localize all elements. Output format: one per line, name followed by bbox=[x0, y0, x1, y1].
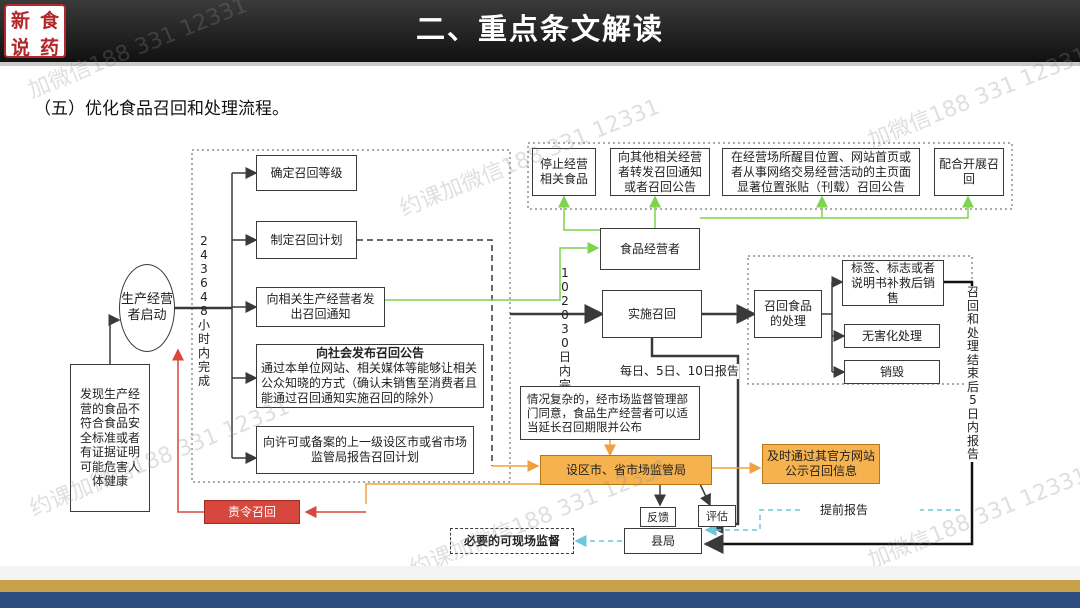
implement-recall-box: 实施召回 bbox=[602, 290, 702, 338]
extension-note: 情况复杂的，经市场监督管理部门同意，食品生产经营者可以适当延长召回期限并公布 bbox=[520, 386, 700, 440]
implement-time-label: 10 20 30 日 内 完 成 bbox=[558, 266, 571, 406]
logo: 新 食 说 药 bbox=[4, 4, 66, 59]
logo-char: 食 bbox=[39, 10, 59, 32]
feedback-box: 反馈 bbox=[640, 507, 676, 527]
county-bureau-box: 县局 bbox=[624, 528, 702, 554]
ordered-recall-box: 责令召回 bbox=[204, 500, 300, 524]
public-notice-body: 通过本单位网站、相关媒体等能够让相关公众知晓的方式（确认未销售至消费者且能通过召… bbox=[261, 361, 478, 405]
notify-operators-box: 向相关生产经营者发出召回通知 bbox=[256, 287, 385, 327]
completion-report-label: 召回和处理结束后5日内报告 bbox=[966, 285, 980, 462]
early-report-label: 提前报告 bbox=[820, 503, 869, 518]
relabel-box: 标签、标志或者说明书补救后销售 bbox=[842, 260, 944, 306]
regulator-box: 设区市、省市场监管局 bbox=[540, 455, 712, 485]
assist-recall-box: 配合开展召回 bbox=[934, 148, 1004, 196]
logo-char: 新 bbox=[10, 10, 30, 32]
logo-char: 说 bbox=[10, 37, 30, 59]
handling-box: 召回食品的处理 bbox=[754, 290, 822, 338]
stop-sale-box: 停止经营相关食品 bbox=[532, 148, 596, 196]
forward-notice-box: 向其他相关经营者转发召回通知或者召回公告 bbox=[610, 148, 710, 196]
evaluate-box: 评估 bbox=[698, 505, 736, 527]
public-notice-title: 向社会发布召回公告 bbox=[315, 346, 424, 360]
time-limit-label: 24 36 48 小时 内 完成 bbox=[197, 234, 210, 388]
make-plan-box: 制定召回计划 bbox=[256, 221, 357, 259]
harmless-box: 无害化处理 bbox=[844, 324, 940, 348]
logo-char: 药 bbox=[39, 37, 59, 59]
footer-band-light bbox=[0, 566, 1080, 580]
determine-level-box: 确定召回等级 bbox=[256, 155, 357, 191]
food-operator-box: 食品经营者 bbox=[600, 228, 700, 270]
report-plan-box: 向许可或备案的上一级设区市或省市场监管局报告召回计划 bbox=[256, 426, 474, 474]
page-title: 二、重点条文解读 bbox=[415, 12, 664, 46]
publish-official-box: 及时通过其官方网站公示召回信息 bbox=[762, 444, 880, 484]
footer-band-blue bbox=[0, 592, 1080, 608]
post-notice-box: 在经营场所醒目位置、网站首页或者从事网络交易经营活动的主页面显著位置张贴（刊载）… bbox=[722, 148, 920, 196]
public-notice-box: 向社会发布召回公告 通过本单位网站、相关媒体等能够让相关公众知晓的方式（确认未销… bbox=[256, 344, 484, 408]
destroy-box: 销毁 bbox=[844, 360, 940, 384]
onsite-supervision-box: 必要的可现场监督 bbox=[450, 528, 574, 554]
reporting-label: 每日、5日、10日报告 bbox=[620, 364, 739, 379]
title-divider bbox=[0, 62, 1080, 66]
recall-trigger-box: 发现生产经营的食品不符合食品安全标准或者有证据证明可能危害人体健康 bbox=[70, 364, 150, 512]
start-node: 生产经营者启动 bbox=[119, 264, 175, 352]
section-title: （五）优化食品召回和处理流程。 bbox=[34, 99, 289, 119]
footer-band-gold bbox=[0, 580, 1080, 592]
operator-actions-outline bbox=[527, 142, 1013, 210]
title-bar: 新 食 说 药 二、重点条文解读 bbox=[0, 0, 1080, 62]
